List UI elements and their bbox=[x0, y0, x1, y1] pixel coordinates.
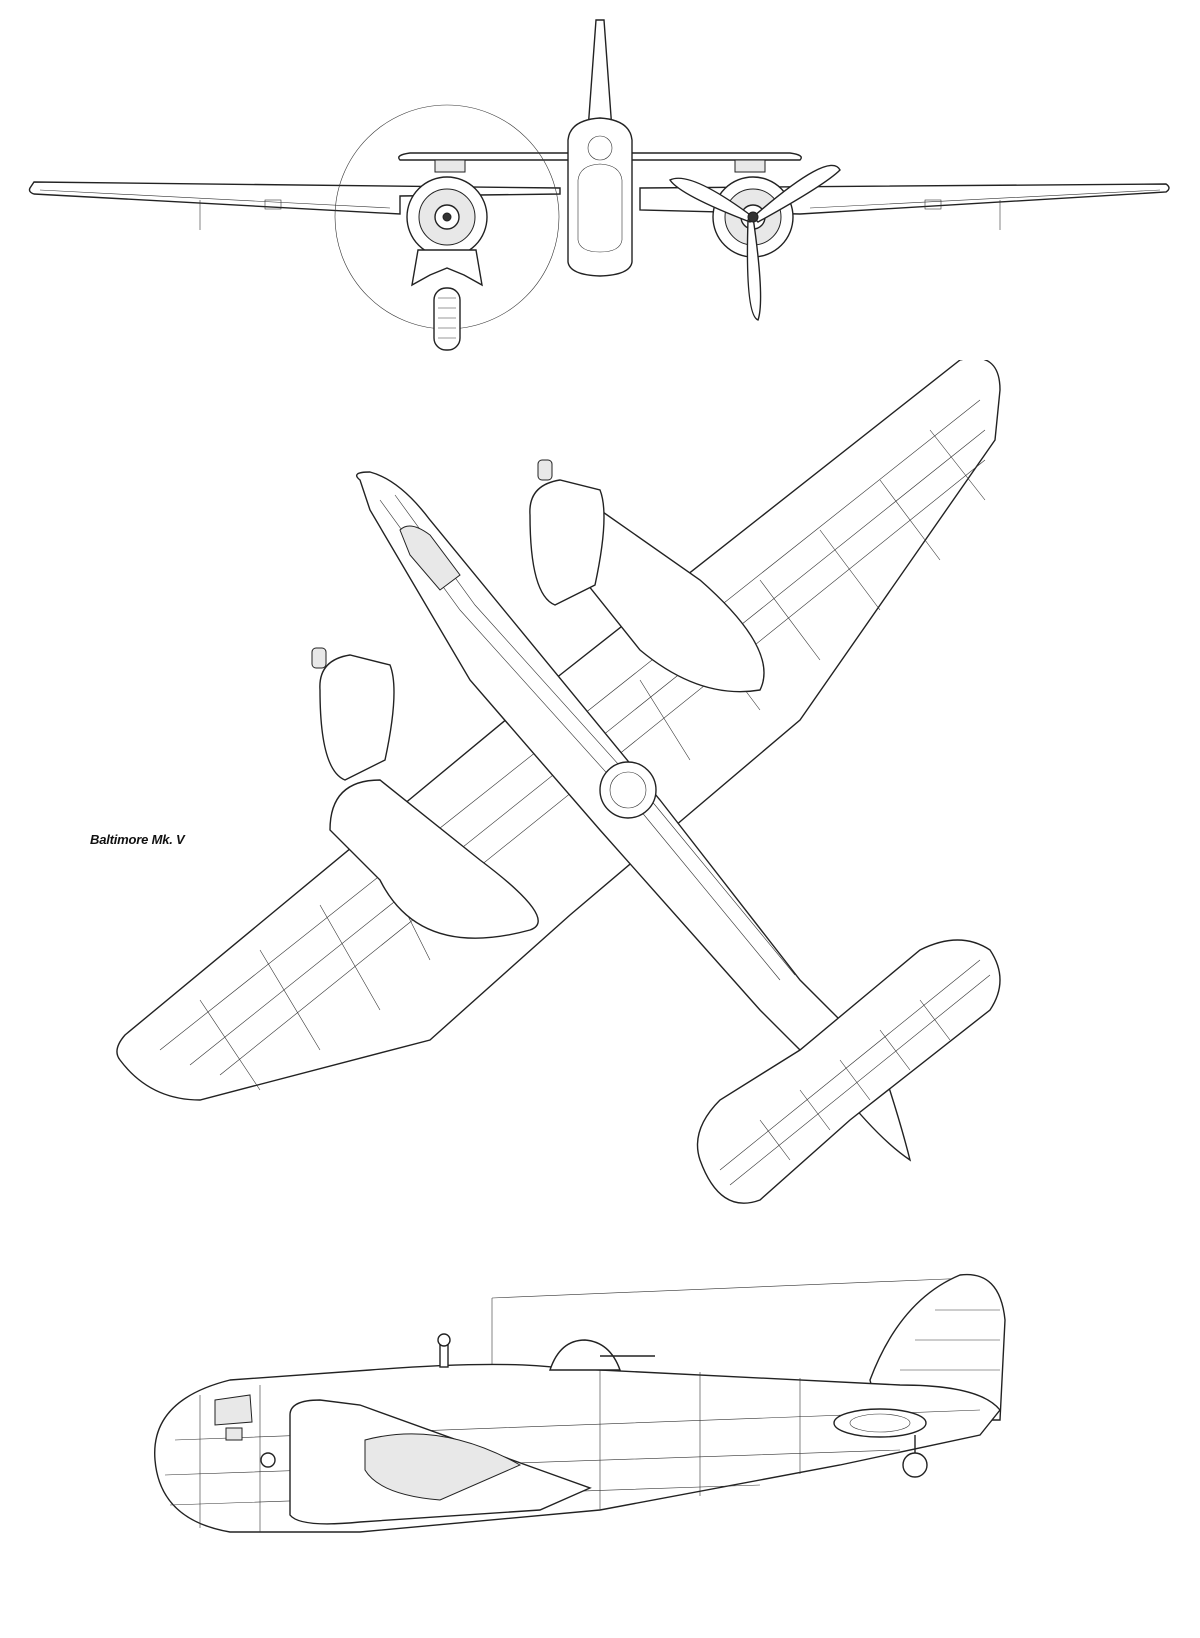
side-view-svg bbox=[154, 1273, 1006, 1533]
plan-nacelle-left bbox=[319, 654, 395, 781]
side-tail-wheel bbox=[902, 1452, 928, 1478]
front-fuselage bbox=[567, 117, 633, 277]
plan-gun-turret bbox=[599, 761, 657, 819]
front-view-svg bbox=[28, 19, 1170, 351]
drawing-title: Baltimore Mk. V bbox=[90, 832, 185, 847]
side-view-drawing bbox=[0, 1260, 1200, 1638]
side-tail-roundel bbox=[833, 1408, 927, 1438]
front-view-drawing bbox=[0, 0, 1200, 360]
side-dorsal-turret bbox=[549, 1339, 621, 1371]
front-propeller-blades bbox=[668, 164, 841, 321]
front-fin bbox=[587, 19, 613, 131]
side-fin bbox=[869, 1273, 1006, 1421]
plan-nacelle-right bbox=[529, 479, 605, 606]
plan-view-svg bbox=[116, 360, 1001, 1204]
front-main-wheel-left bbox=[433, 287, 461, 351]
side-fuselage bbox=[154, 1363, 1001, 1533]
plan-view-drawing: Baltimore Mk. V bbox=[0, 360, 1200, 1260]
